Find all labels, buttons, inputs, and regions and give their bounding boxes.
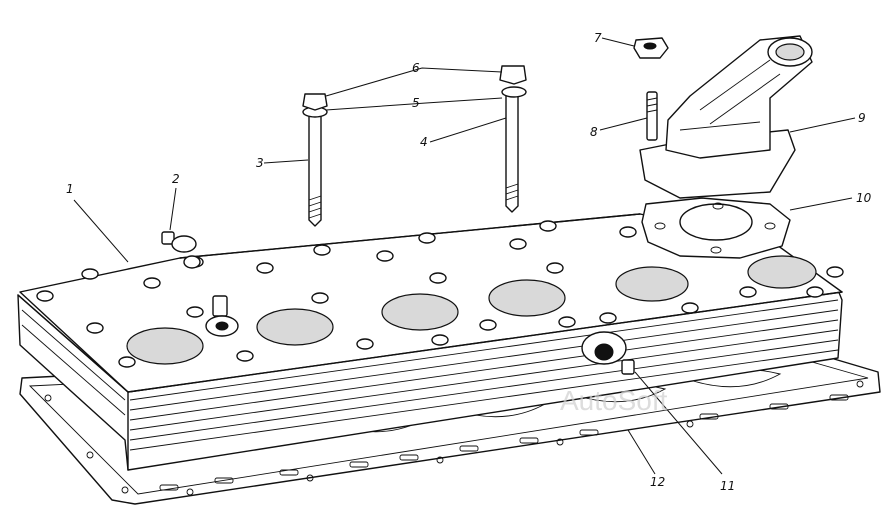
callout-7: 7: [594, 31, 602, 45]
callout-12: 12: [650, 475, 665, 489]
temperature-sensor: [581, 331, 635, 375]
small-stud: [646, 91, 658, 141]
drain-plug: [161, 231, 201, 269]
callout-6: 6: [412, 61, 420, 75]
callout-3: 3: [256, 156, 264, 170]
water-outlet-elbow: [639, 35, 813, 199]
outlet-gasket: [641, 197, 791, 259]
stud-right: [499, 65, 527, 213]
callout-10: 10: [856, 191, 872, 205]
watermark: AutoSoft: [560, 385, 668, 416]
callout-9: 9: [858, 111, 866, 125]
leader-lines: [73, 37, 856, 475]
nut: [633, 37, 669, 59]
callout-11: 11: [720, 479, 735, 493]
plug-boss: [205, 295, 239, 337]
callout-2: 2: [172, 172, 180, 186]
callout-8: 8: [590, 125, 598, 139]
stud-left: [302, 93, 328, 227]
callout-1: 1: [66, 182, 74, 196]
callouts: 1 2 3 4 5 6 7 8 9 10 11 12: [66, 31, 872, 493]
callout-5: 5: [412, 96, 420, 110]
callout-4: 4: [420, 135, 428, 149]
combustion-chambers: [126, 255, 817, 365]
